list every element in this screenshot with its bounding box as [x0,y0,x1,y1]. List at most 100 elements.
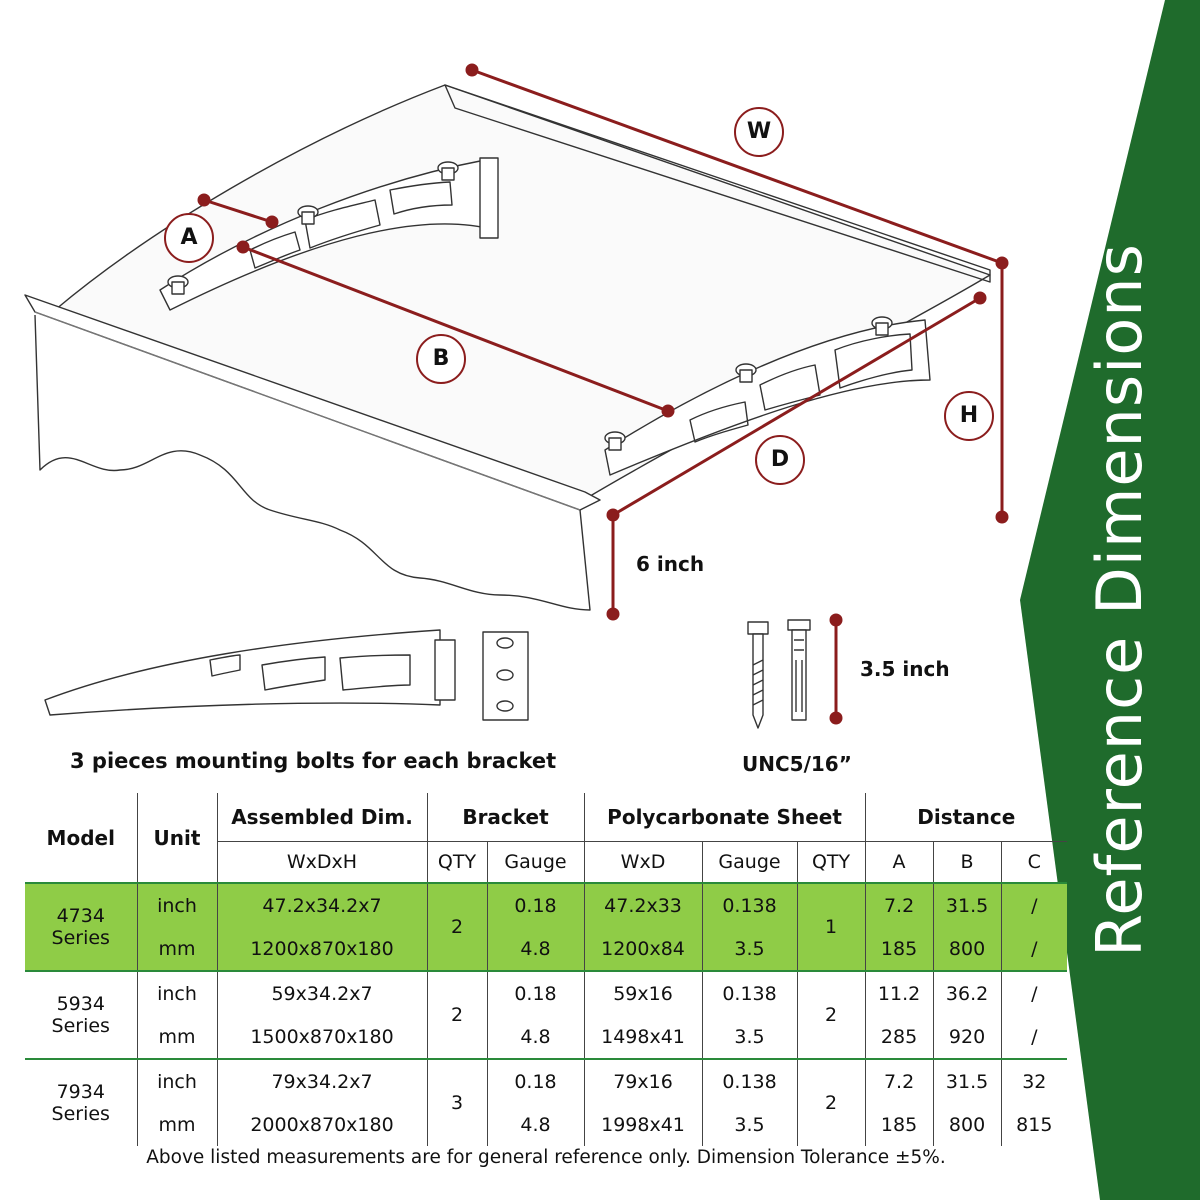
bracket-side-view [44,629,441,716]
dim-line-w [471,68,1003,265]
c-cell: 815 [1000,1103,1068,1146]
sheet-gauge-cell: 0.138 [701,1058,798,1103]
label-a: A [164,213,214,263]
c-cell: / [1000,882,1068,927]
c-cell: / [1000,927,1068,971]
footnote: Above listed measurements are for genera… [146,1147,946,1168]
awning-diagram [24,63,1009,729]
col-bracket-qty: QTY [426,841,487,883]
sheet-gauge-cell: 3.5 [701,927,798,971]
unit-cell: inch [136,1058,217,1103]
b-cell: 31.5 [932,882,1002,927]
lag-screw [747,621,769,729]
col-sheet: Polycarbonate Sheet [583,793,866,842]
b-cell: 31.5 [932,1058,1002,1103]
col-wxd: WxD [583,841,703,883]
b-cell: 800 [932,927,1002,971]
bracket-qty-cell: 2 [426,882,487,971]
dim-cell: 47.2x34.2x7 [216,882,427,927]
label-b: B [416,334,466,384]
dim-cell: 2000x870x180 [216,1103,427,1146]
dim-line-a [203,198,273,224]
dim-cell: 79x34.2x7 [216,1058,427,1103]
dim-line-b [242,245,669,413]
col-bracket-gauge: Gauge [486,841,585,883]
bracket-bolts [167,161,893,451]
sheet-gauge-cell: 3.5 [701,1015,798,1059]
dim-cell: 1200x870x180 [216,927,427,971]
b-cell: 36.2 [932,970,1002,1015]
front-panel [34,314,591,611]
dim-cell: 59x34.2x7 [216,970,427,1015]
label-h: H [944,391,994,441]
col-sheet-gauge: Gauge [701,841,798,883]
unit-cell: mm [136,1103,217,1146]
dim-line-d [612,296,981,517]
col-a: A [864,841,934,883]
wall-rail [444,84,991,283]
a-cell: 11.2 [864,970,934,1015]
c-cell: / [1000,970,1068,1015]
col-sheet-qty: QTY [796,841,866,883]
unit-cell: mm [136,927,217,971]
sheet-qty-cell: 2 [796,1058,866,1146]
col-c: C [1000,841,1068,883]
table-row: mm 1200x870x180 4.8 1200x84 3.5 185 800 … [25,927,1068,971]
col-bracket: Bracket [426,793,585,842]
sheet-gauge-cell: 3.5 [701,1103,798,1146]
wxd-cell: 1498x41 [583,1015,703,1059]
col-distance: Distance [864,793,1068,842]
dim-cell: 1500x870x180 [216,1015,427,1059]
label-three-half-inch: 3.5 inch [860,657,950,681]
bracket-qty-cell: 2 [426,970,487,1059]
gauge-cell: 0.18 [486,1058,585,1103]
label-w: W [734,107,784,157]
col-assembled: Assembled Dim. [216,793,427,842]
a-cell: 185 [864,927,934,971]
col-unit: Unit [136,793,217,883]
bracket-qty-cell: 3 [426,1058,487,1146]
label-six-inch: 6 inch [636,552,705,576]
gauge-cell: 4.8 [486,1015,585,1059]
expansion-anchor [787,619,811,721]
wxd-cell: 79x16 [583,1058,703,1103]
b-cell: 800 [932,1103,1002,1146]
spec-table: Model Unit Assembled Dim. Bracket Polyca… [25,793,1068,1146]
table-row: mm 1500x870x180 4.8 1498x41 3.5 285 920 … [25,1015,1068,1059]
a-cell: 7.2 [864,882,934,927]
c-cell: / [1000,1015,1068,1059]
gauge-cell: 4.8 [486,927,585,971]
unit-cell: mm [136,1015,217,1059]
c-cell: 32 [1000,1058,1068,1103]
col-wxdxh: WxDxH [216,841,427,883]
wxd-cell: 1998x41 [583,1103,703,1146]
a-cell: 7.2 [864,1058,934,1103]
unit-cell: inch [136,882,217,927]
label-d: D [755,435,805,485]
sheet-gauge-cell: 0.138 [701,970,798,1015]
wall-plate [482,631,529,721]
right-bracket [604,319,931,476]
thread-label: UNC5/16” [742,752,852,776]
col-b: B [932,841,1002,883]
gauge-cell: 0.18 [486,970,585,1015]
col-model: Model [46,825,115,850]
gauge-cell: 4.8 [486,1103,585,1146]
a-cell: 285 [864,1015,934,1059]
front-lip [24,294,601,511]
a-cell: 185 [864,1103,934,1146]
wxd-cell: 47.2x33 [583,882,703,927]
wxd-cell: 1200x84 [583,927,703,971]
sheet-qty-cell: 2 [796,970,866,1059]
unit-cell: inch [136,970,217,1015]
table-row: mm 2000x870x180 4.8 1998x41 3.5 185 800 … [25,1103,1068,1146]
wxd-cell: 59x16 [583,970,703,1015]
sheet-qty-cell: 1 [796,882,866,971]
bolts-caption: 3 pieces mounting bolts for each bracket [70,749,557,773]
